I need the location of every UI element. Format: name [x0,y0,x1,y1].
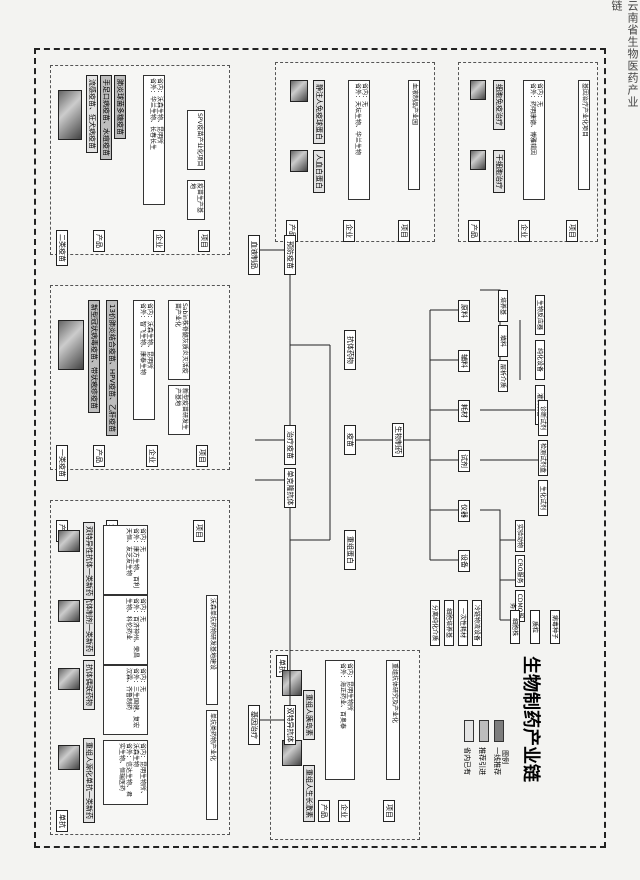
tree-leaf: 纯化设备 [535,340,545,380]
tree-leaf: 培养基 [498,290,508,322]
tree-leaf: 实验动物 [515,520,525,552]
tree-mid: 抗体药物 [344,330,356,370]
tree-bottom: 耗材 [458,400,470,422]
diagram-frame [34,48,606,848]
tree-leaf: 分离纯化介质 [430,600,440,646]
tree-leaf: 一次性耗材 [458,600,468,646]
tree-leaf: 生物反应器 [535,295,545,335]
tree-leaf: 填料 [498,325,508,357]
product-photo [58,745,80,770]
tree-mid: 重组蛋白 [344,530,356,570]
product-photo [58,320,84,370]
tree-top: 治疗疫苗 [284,425,296,465]
tree-leaf: CRO服务 [515,555,525,587]
tree-leaf: 诊断试剂 [538,400,548,436]
tree-top: 双特异抗体 [284,705,296,745]
tree-mid: 疫苗 [344,425,356,455]
tree-leaf: 质粒 [530,610,540,644]
tree-leaf: 病毒种子 [550,610,560,644]
product-photo [58,90,82,140]
tree-bottom: 辅料 [458,350,470,372]
product-photo [470,150,486,170]
product-photo [290,80,308,102]
product-photo [58,600,80,622]
tree-top: 单克隆抗体 [284,468,296,508]
tree-leaf: 细胞株 [510,610,520,644]
product-photo [282,670,302,696]
product-photo [470,80,486,100]
tree-bottom: 仪器 [458,500,470,522]
tree-leaf: 检测试剂盒 [538,440,548,476]
page-header: 云南省生物医药产业链 [610,0,639,108]
product-photo [290,150,308,172]
product-photo [58,668,80,690]
tree-top: 血液制品 [248,235,260,275]
tree-root: 生物制药 [392,423,404,457]
tree-top: 预防疫苗 [284,235,296,275]
tree-leaf: 生化试剂 [538,480,548,516]
tree-leaf: 细胞培养基 [444,600,454,646]
tree-bottom: 原料 [458,300,470,322]
tree-bottom: 设备 [458,550,470,572]
tree-leaf: 层析介质 [498,360,508,392]
product-photo [58,530,80,552]
tree-top: 基因治疗 [248,705,260,745]
tree-bottom: 试剂 [458,450,470,472]
tree-leaf: 冷链物流设备 [472,600,482,646]
